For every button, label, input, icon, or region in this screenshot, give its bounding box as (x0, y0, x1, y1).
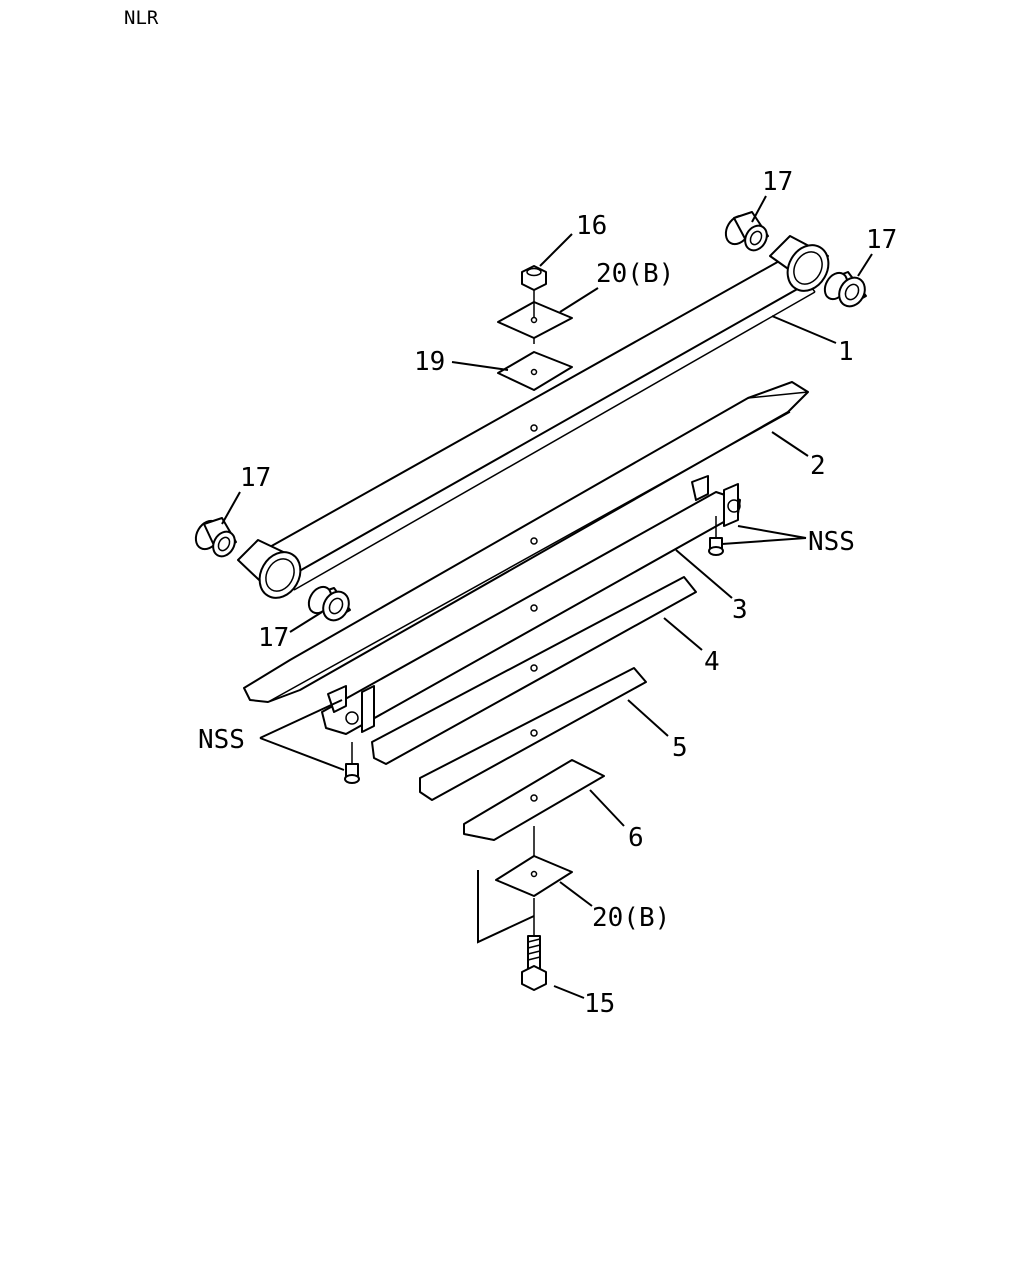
nss-bolt-left (344, 742, 360, 784)
nut-16 (521, 265, 547, 318)
nss-bolt-right (708, 516, 724, 556)
leader-lines (221, 195, 873, 999)
callout-17-bottom: 17 (258, 623, 289, 653)
pad-19 (497, 351, 573, 391)
callout-20b-top: 20(B) (596, 259, 674, 289)
assembly-bracket-line (477, 870, 535, 944)
callout-4: 4 (704, 647, 720, 677)
bushing-17-right (823, 271, 867, 308)
callout-nss-right: NSS (808, 527, 855, 557)
bushing-17-left (194, 517, 237, 558)
leaf-1-right-eye (769, 235, 830, 292)
callout-6: 6 (628, 823, 644, 853)
callout-3: 3 (732, 595, 748, 625)
callout-nss-left: NSS (198, 725, 245, 755)
callout-17-right: 17 (866, 225, 897, 255)
leaf-1-left-eye (237, 539, 302, 599)
leaf-5 (419, 667, 647, 801)
bolt-15 (521, 898, 547, 991)
leaf-4 (371, 576, 697, 765)
lower-plate-20b (495, 826, 573, 897)
bushing-17-top (724, 211, 769, 252)
callout-15: 15 (584, 989, 615, 1019)
model-code: NLR (124, 7, 159, 29)
callout-16: 16 (576, 211, 607, 241)
callout-20b-bottom: 20(B) (592, 903, 670, 933)
leaf-6 (463, 759, 605, 841)
bushing-17-bottom (307, 585, 351, 622)
callout-2: 2 (810, 451, 826, 481)
callout-17-top: 17 (762, 167, 793, 197)
leaf-2 (243, 381, 809, 703)
callout-17-left: 17 (240, 463, 271, 493)
upper-plate-20b (497, 301, 573, 344)
callout-1: 1 (838, 337, 854, 367)
callout-19: 19 (414, 347, 445, 377)
callout-5: 5 (672, 733, 688, 763)
